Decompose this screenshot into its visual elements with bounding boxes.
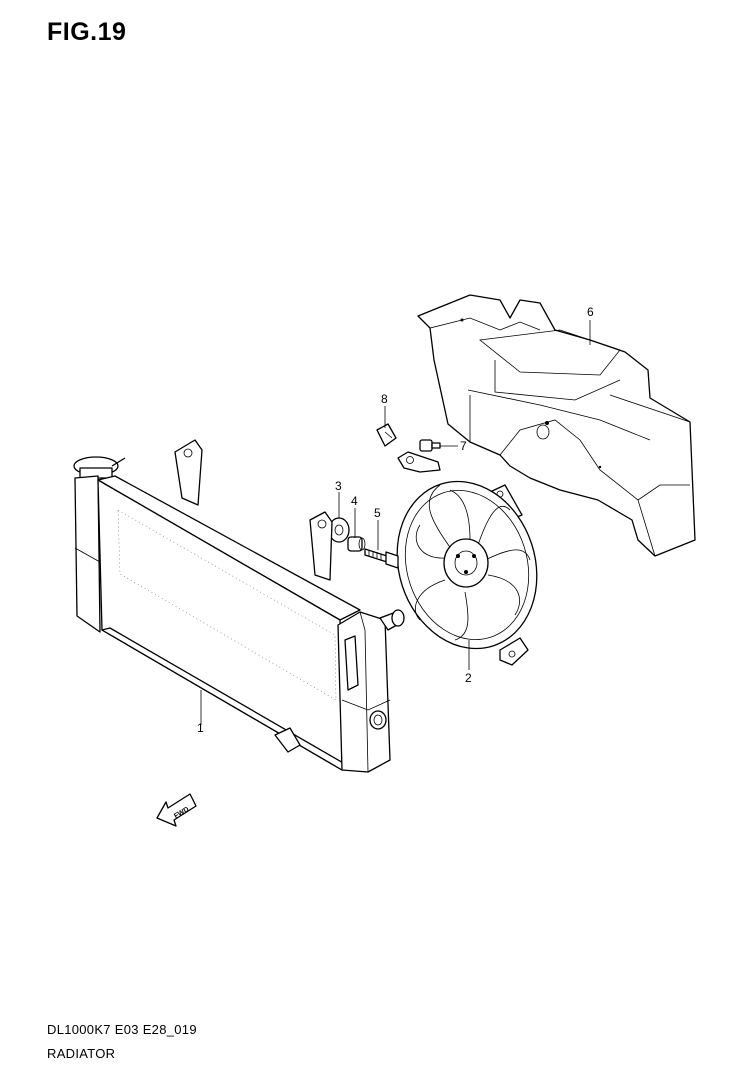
figure-title: FIG.19	[47, 18, 127, 46]
callout-7: 7	[460, 439, 467, 453]
collar	[347, 536, 366, 552]
callout-8: 8	[381, 392, 388, 406]
bolt	[364, 548, 399, 569]
callout-3: 3	[335, 479, 342, 493]
callout-5: 5	[374, 506, 381, 520]
callout-4: 4	[351, 494, 358, 508]
model-code: DL1000K7 E03 E28_019	[47, 1022, 197, 1037]
fwd-arrow-icon: FWD	[156, 793, 197, 827]
fan-shroud	[417, 294, 696, 557]
callout-6: 6	[587, 305, 594, 319]
section-name: RADIATOR	[47, 1046, 116, 1061]
cooling-fan	[396, 451, 538, 666]
callout-2: 2	[465, 671, 472, 685]
callout-1: 1	[197, 721, 204, 735]
leader-lines	[200, 320, 591, 725]
radiator	[73, 439, 405, 773]
screw	[419, 439, 441, 452]
clip-nut	[376, 423, 397, 447]
